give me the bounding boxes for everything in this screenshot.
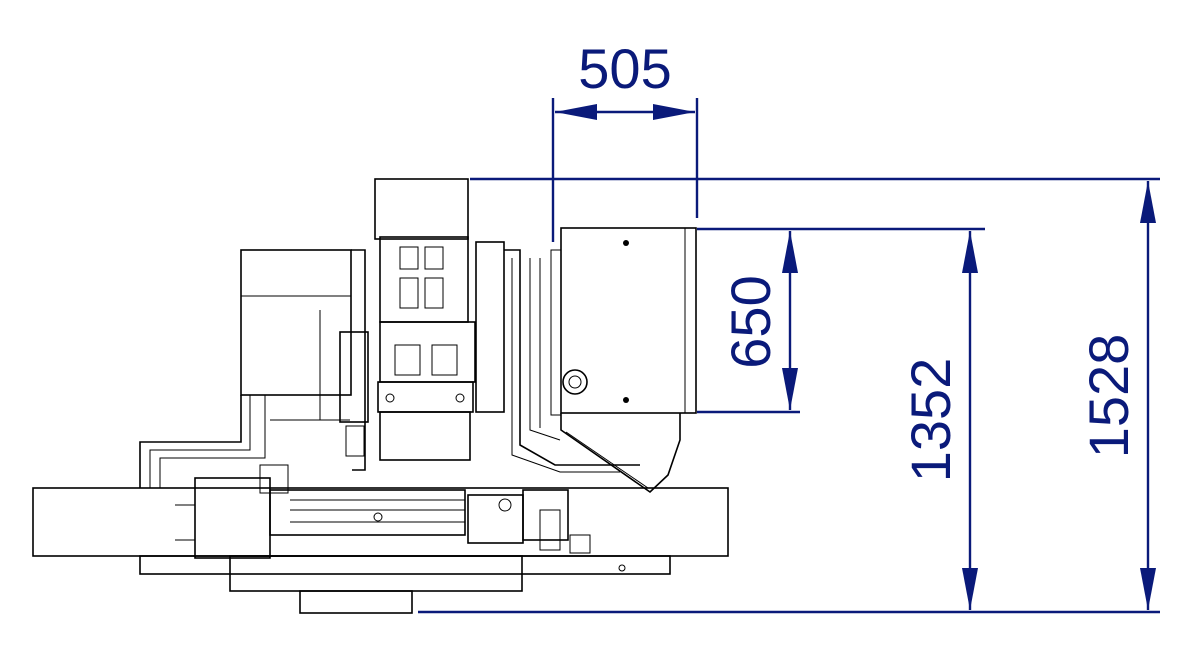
arrowhead-1352-top — [962, 231, 978, 273]
arrowhead-505-right — [653, 104, 695, 120]
dimension-1352: 1352 — [418, 227, 1160, 614]
arrowhead-1352-bottom — [962, 568, 978, 610]
dimension-1528-label: 1528 — [1077, 334, 1140, 459]
arrowhead-505-left — [555, 104, 597, 120]
dimension-505-label: 505 — [578, 37, 671, 100]
machine-outline — [32, 178, 729, 614]
dimension-1352-label: 1352 — [899, 358, 962, 483]
arrowhead-650-top — [782, 231, 798, 273]
dimension-650-label: 650 — [719, 275, 782, 368]
dimension-1528: 1528 — [470, 177, 1160, 610]
dimension-505: 505 — [551, 37, 699, 242]
dimension-650: 650 — [697, 227, 800, 414]
arrowhead-1528-bottom — [1140, 568, 1156, 610]
arrowhead-1528-top — [1140, 181, 1156, 223]
arrowhead-650-bottom — [782, 368, 798, 410]
